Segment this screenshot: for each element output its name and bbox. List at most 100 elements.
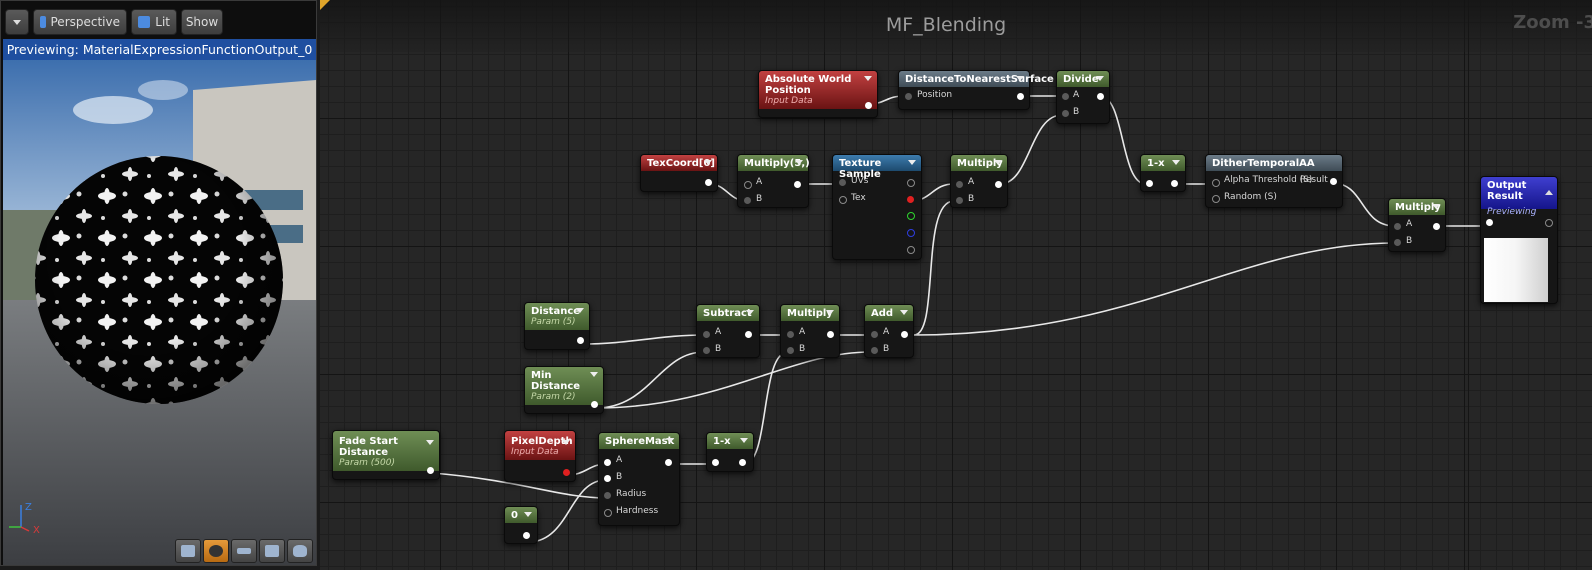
axis-z-label: Z [25, 502, 32, 513]
input-pin[interactable] [1486, 219, 1493, 226]
input-pin-alpha-threshold[interactable] [1212, 179, 1220, 187]
input-pin-a[interactable] [787, 331, 794, 338]
viewport-toolbar: Perspective Lit Show [5, 8, 223, 36]
input-pin-b[interactable] [703, 347, 710, 354]
chevron-down-icon [426, 440, 434, 445]
output-pin[interactable] [563, 469, 570, 476]
node-divide[interactable]: Divide A B [1056, 70, 1110, 124]
node-one-minus-bottom[interactable]: 1-x [706, 432, 754, 472]
output-pin[interactable] [523, 532, 530, 539]
input-pin-b[interactable] [744, 197, 751, 204]
output-pin[interactable] [591, 401, 598, 408]
output-pin-rgb[interactable] [907, 179, 915, 187]
output-pin[interactable] [827, 331, 834, 338]
teapot-preview-button[interactable] [287, 539, 313, 563]
chevron-down-icon [864, 76, 872, 81]
input-pin-a[interactable] [1062, 93, 1069, 100]
output-pin-a[interactable] [907, 246, 915, 254]
chevron-down-icon [746, 310, 754, 315]
output-pin-b[interactable] [907, 229, 915, 237]
node-multiply-5[interactable]: Multiply(5,) A B [737, 154, 810, 208]
input-pin-a[interactable] [604, 459, 611, 466]
cube-preview-button[interactable] [259, 539, 285, 563]
output-pin[interactable] [577, 337, 584, 344]
node-fade-start-distance-param[interactable]: Fade Start Distance Param (500) [332, 430, 440, 480]
perspective-button[interactable]: Perspective [33, 9, 127, 35]
output-pin-g[interactable] [907, 212, 915, 220]
input-pin-radius[interactable] [604, 492, 611, 499]
input-pin-tex[interactable] [839, 196, 847, 204]
input-pin[interactable] [712, 459, 719, 466]
output-pin[interactable] [995, 181, 1002, 188]
node-one-minus-top[interactable]: 1-x [1140, 154, 1186, 192]
output-pin[interactable] [1017, 93, 1024, 100]
input-pin-uvs[interactable] [839, 179, 846, 186]
output-pin[interactable] [1171, 180, 1178, 187]
input-pin-a[interactable] [703, 331, 710, 338]
input-pin-random[interactable] [1212, 195, 1220, 203]
input-pin-b[interactable] [787, 347, 794, 354]
node-absolute-world-position[interactable]: Absolute World Position Input Data [758, 70, 878, 118]
node-add[interactable]: Add A B [864, 304, 914, 358]
output-pin[interactable] [665, 459, 672, 466]
pin-label: B [756, 194, 763, 204]
axis-gizmo: Z X [7, 501, 47, 541]
input-pin-a[interactable] [1394, 223, 1401, 230]
input-pin-b[interactable] [604, 475, 611, 482]
lit-label: Lit [155, 15, 170, 29]
input-pin-b[interactable] [956, 197, 963, 204]
preview-viewport[interactable]: Perspective Lit Show Previewing: Materia… [0, 0, 317, 566]
sphere-preview-button[interactable] [203, 539, 229, 563]
graph-header: MF_Blending Zoom -3 [320, 0, 1592, 52]
node-title: Fade Start Distance [339, 436, 398, 458]
plane-preview-button[interactable] [231, 539, 257, 563]
node-subtract[interactable]: Subtract A B [696, 304, 760, 358]
output-pin[interactable] [865, 102, 872, 109]
lit-button[interactable]: Lit [131, 9, 177, 35]
node-title: Multiply [1395, 202, 1441, 213]
viewport-options-button[interactable] [5, 9, 29, 35]
output-pin[interactable] [794, 181, 801, 188]
zoom-level: Zoom -3 [1513, 12, 1592, 33]
input-pin-a[interactable] [744, 181, 752, 189]
node-min-distance-param[interactable]: Min Distance Param (2) [524, 366, 604, 414]
chevron-down-icon [1432, 204, 1440, 209]
cylinder-preview-button[interactable] [175, 539, 201, 563]
output-pin[interactable] [1097, 93, 1104, 100]
output-pin[interactable] [1545, 219, 1553, 227]
perspective-icon [40, 16, 46, 28]
wire-zero-to-spheremask [529, 479, 607, 543]
preview-shape-bar [175, 539, 313, 563]
node-multiply-final[interactable]: Multiply A B [1388, 198, 1446, 252]
output-pin[interactable] [1433, 223, 1440, 230]
collapse-arrow-icon[interactable] [1545, 190, 1553, 195]
output-pin-result[interactable] [1330, 178, 1337, 185]
graph-editor[interactable]: MF_Blending Zoom -3 [320, 0, 1592, 570]
node-texcoord[interactable]: TexCoord[0] [640, 154, 718, 192]
output-pin[interactable] [427, 467, 434, 474]
output-pin[interactable] [705, 179, 712, 186]
node-distance-to-nearest-surface[interactable]: DistanceToNearestSurface Position [898, 70, 1054, 110]
output-pin-r[interactable] [907, 196, 914, 203]
output-pin[interactable] [901, 331, 908, 338]
input-pin-b[interactable] [871, 347, 878, 354]
node-dither-temporal-aa[interactable]: DitherTemporalAA Alpha Threshold (S) Res… [1205, 154, 1343, 208]
node-texture-sample[interactable]: Texture Sample UVs Tex [832, 154, 922, 260]
cube-icon [265, 545, 279, 557]
node-distance-param[interactable]: Distance Param (5) [524, 302, 590, 350]
output-pin[interactable] [739, 459, 746, 466]
input-pin-b[interactable] [1394, 239, 1401, 246]
output-pin[interactable] [745, 331, 752, 338]
node-sphere-mask[interactable]: SphereMask A B Radius Hardness [598, 432, 680, 526]
show-button[interactable]: Show [181, 9, 223, 35]
node-constant-zero[interactable]: 0 [504, 506, 538, 544]
node-pixel-depth[interactable]: PixelDepth Input Data [504, 430, 576, 482]
node-multiply-1[interactable]: Multiply A B [950, 154, 1008, 208]
input-pin-a[interactable] [956, 181, 963, 188]
input-pin-b[interactable] [1062, 110, 1069, 117]
input-pin[interactable] [1146, 180, 1153, 187]
input-pin-a[interactable] [871, 331, 878, 338]
node-multiply-2[interactable]: Multiply A B [780, 304, 840, 358]
input-pin-position[interactable] [905, 93, 912, 100]
input-pin-hardness[interactable] [604, 509, 612, 517]
